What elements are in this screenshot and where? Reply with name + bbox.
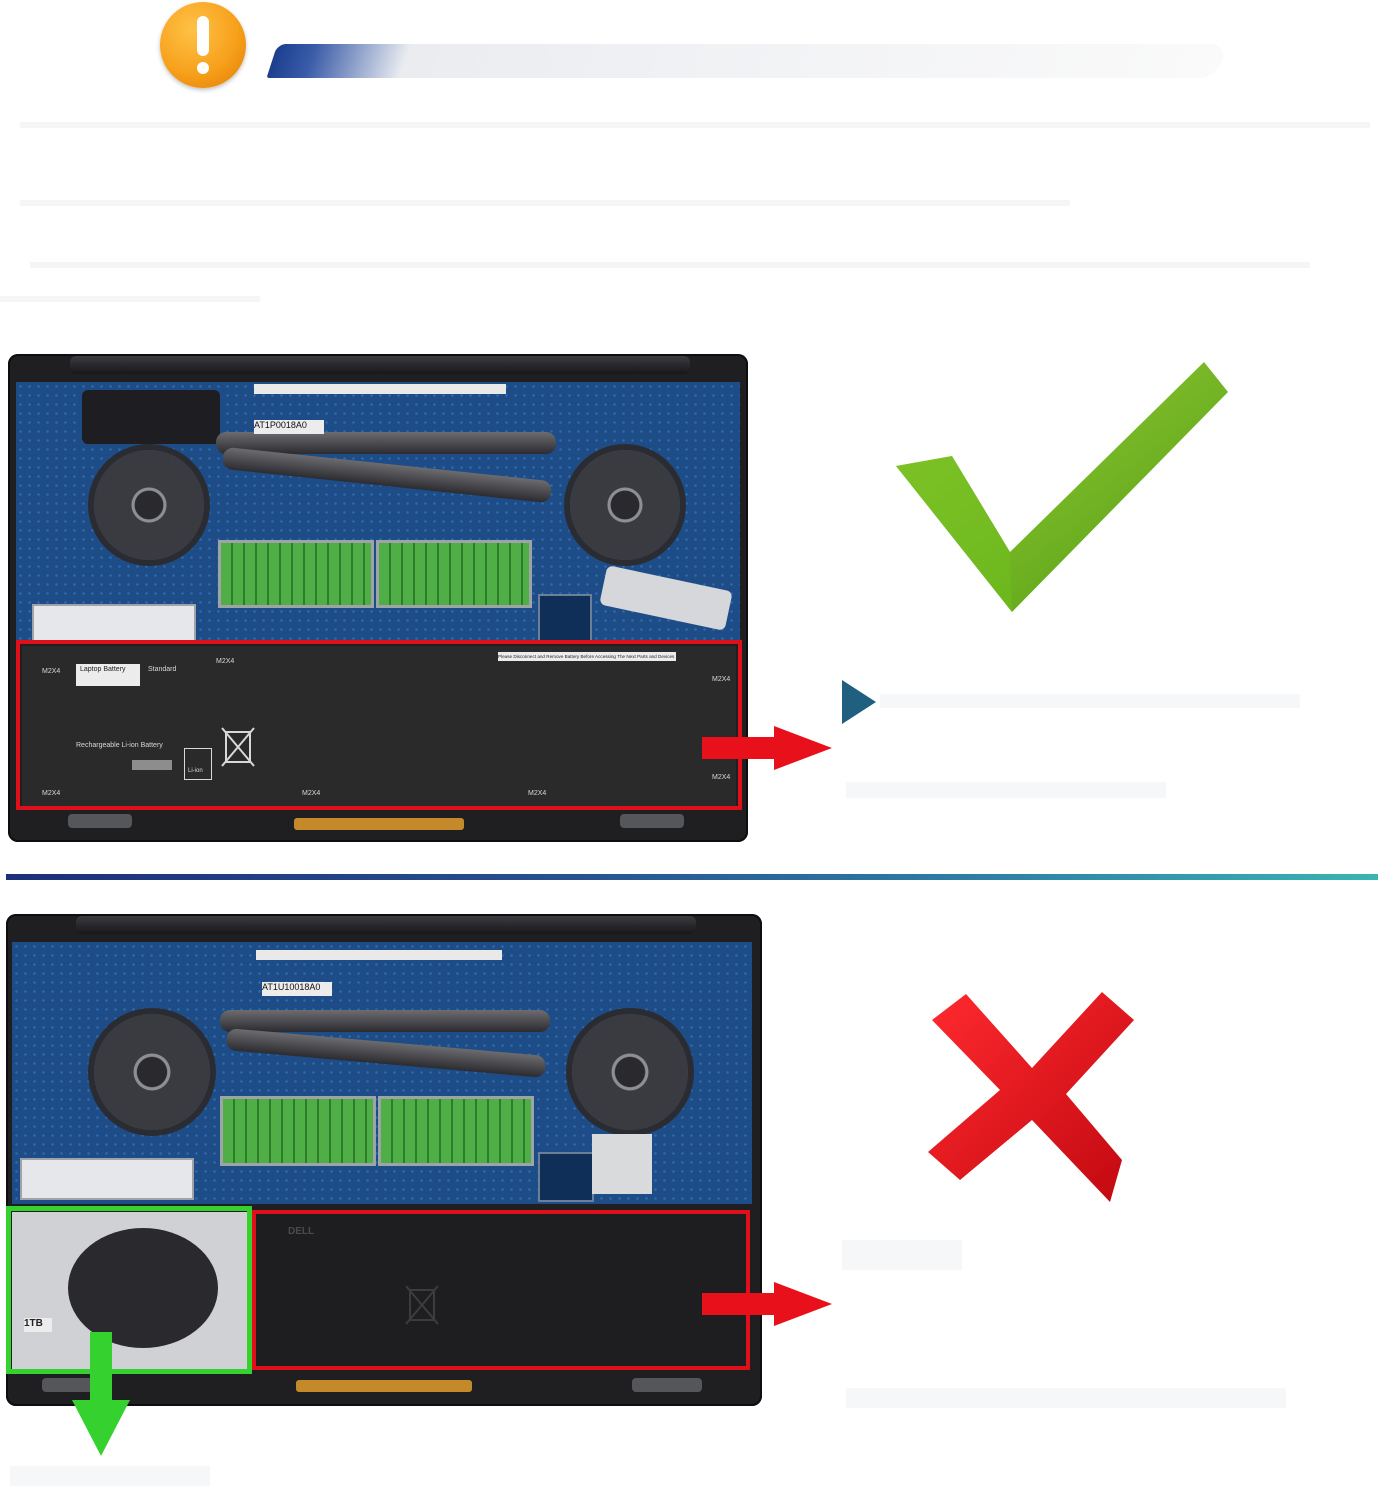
hdd-highlight-frame [6, 1206, 252, 1374]
cooling-fan-icon [570, 450, 680, 560]
rubber-foot [68, 814, 132, 828]
connector-strip [294, 818, 464, 830]
bullet-triangle-icon [842, 680, 876, 724]
fan-housing [82, 390, 220, 444]
battery-type-text: Standard [148, 666, 177, 673]
connector-strip [254, 384, 506, 394]
crossed-bin-icon [218, 722, 258, 770]
ram-module [378, 1096, 534, 1166]
screw-mark: M2X4 [712, 774, 731, 781]
battery-pack: DELL [252, 1214, 746, 1368]
section-divider [6, 874, 1378, 880]
hdd-capacity-text: 1TB [24, 1318, 43, 1329]
title-banner [266, 44, 1228, 78]
cooling-fan-icon [94, 450, 204, 560]
ram-module [218, 540, 374, 608]
screw-mark: M2X4 [528, 790, 547, 797]
screw-mark: M2X4 [42, 668, 61, 675]
faded-text-line [846, 1388, 1286, 1408]
laptop-photo-correct: AT1P0018A0 Laptop Battery Standard M2X4 … [8, 354, 748, 842]
cpu-chip [538, 594, 592, 642]
li-ion-text: Li-ion [188, 768, 203, 774]
battery-warning-sticker: Please Disconnect and Remove Battery Bef… [498, 652, 676, 661]
board-sticker: AT1P0018A0 [254, 420, 324, 434]
drive-platter [68, 1228, 218, 1348]
cpu-chip [538, 1152, 594, 1202]
faded-text-line [20, 122, 1370, 128]
battery-warning-text: Please Disconnect and Remove Battery Bef… [498, 654, 675, 659]
faded-text-line [846, 782, 1166, 798]
cooling-fan-icon [94, 1014, 210, 1130]
screw-mark: M2X4 [712, 676, 731, 683]
green-arrow-shaft [90, 1332, 112, 1402]
faded-text-line [30, 262, 1310, 268]
battery-brand-text: DELL [288, 1226, 315, 1237]
laptop-photo-wrong: AT1U10018A0 1TB DELL [6, 914, 762, 1406]
connector-strip [296, 1380, 472, 1392]
faded-text-line [10, 1466, 210, 1486]
heat-pipe [216, 432, 556, 454]
board-sticker-text: AT1U10018A0 [262, 982, 321, 992]
ram-module [220, 1096, 376, 1166]
faded-text-line [842, 1240, 962, 1270]
heat-pipe [220, 1010, 550, 1032]
blurred-barcode [132, 760, 172, 770]
rubber-foot [620, 814, 684, 828]
faded-text-line [880, 694, 1300, 708]
board-sticker-text: AT1P0018A0 [254, 420, 307, 430]
battery-brand-text: Laptop Battery [80, 666, 126, 673]
hinge [70, 356, 690, 374]
warning-icon [160, 2, 246, 88]
battery-pack: Laptop Battery Standard M2X4 M2X4 M2X4 M… [22, 646, 736, 806]
green-checkmark-icon [892, 356, 1232, 618]
rubber-foot [632, 1378, 702, 1392]
hard-drive: 1TB [12, 1212, 248, 1370]
cooling-fan-icon [572, 1014, 688, 1130]
faded-text-line [20, 200, 1070, 206]
hdd-capacity-sticker: 1TB [24, 1318, 52, 1332]
board-sticker: AT1U10018A0 [262, 982, 332, 996]
battery-highlight-frame [16, 640, 742, 810]
ssd-module [32, 604, 196, 642]
battery-brand-sticker: Laptop Battery [76, 664, 140, 686]
screw-mark: M2X4 [216, 658, 235, 665]
heat-plate [592, 1134, 652, 1194]
screw-mark: M2X4 [42, 790, 61, 797]
ssd-module [20, 1158, 194, 1200]
battery-footer-text: Rechargeable Li-ion Battery [76, 742, 163, 749]
recycle-icon: Li-ion [184, 748, 212, 780]
red-arrow-shaft [702, 1293, 774, 1315]
red-arrow-shaft [702, 737, 774, 759]
screw-mark: M2X4 [302, 790, 321, 797]
hinge [76, 916, 696, 934]
red-arrow-head-icon [774, 726, 832, 770]
red-arrow-head-icon [774, 1282, 832, 1326]
connector-strip [256, 950, 502, 960]
battery-highlight-frame [252, 1210, 750, 1370]
green-arrow-head-icon [72, 1400, 130, 1456]
faded-text-line [0, 296, 260, 302]
ram-module [376, 540, 532, 608]
crossed-bin-icon [402, 1280, 442, 1328]
red-cross-icon [926, 990, 1138, 1204]
